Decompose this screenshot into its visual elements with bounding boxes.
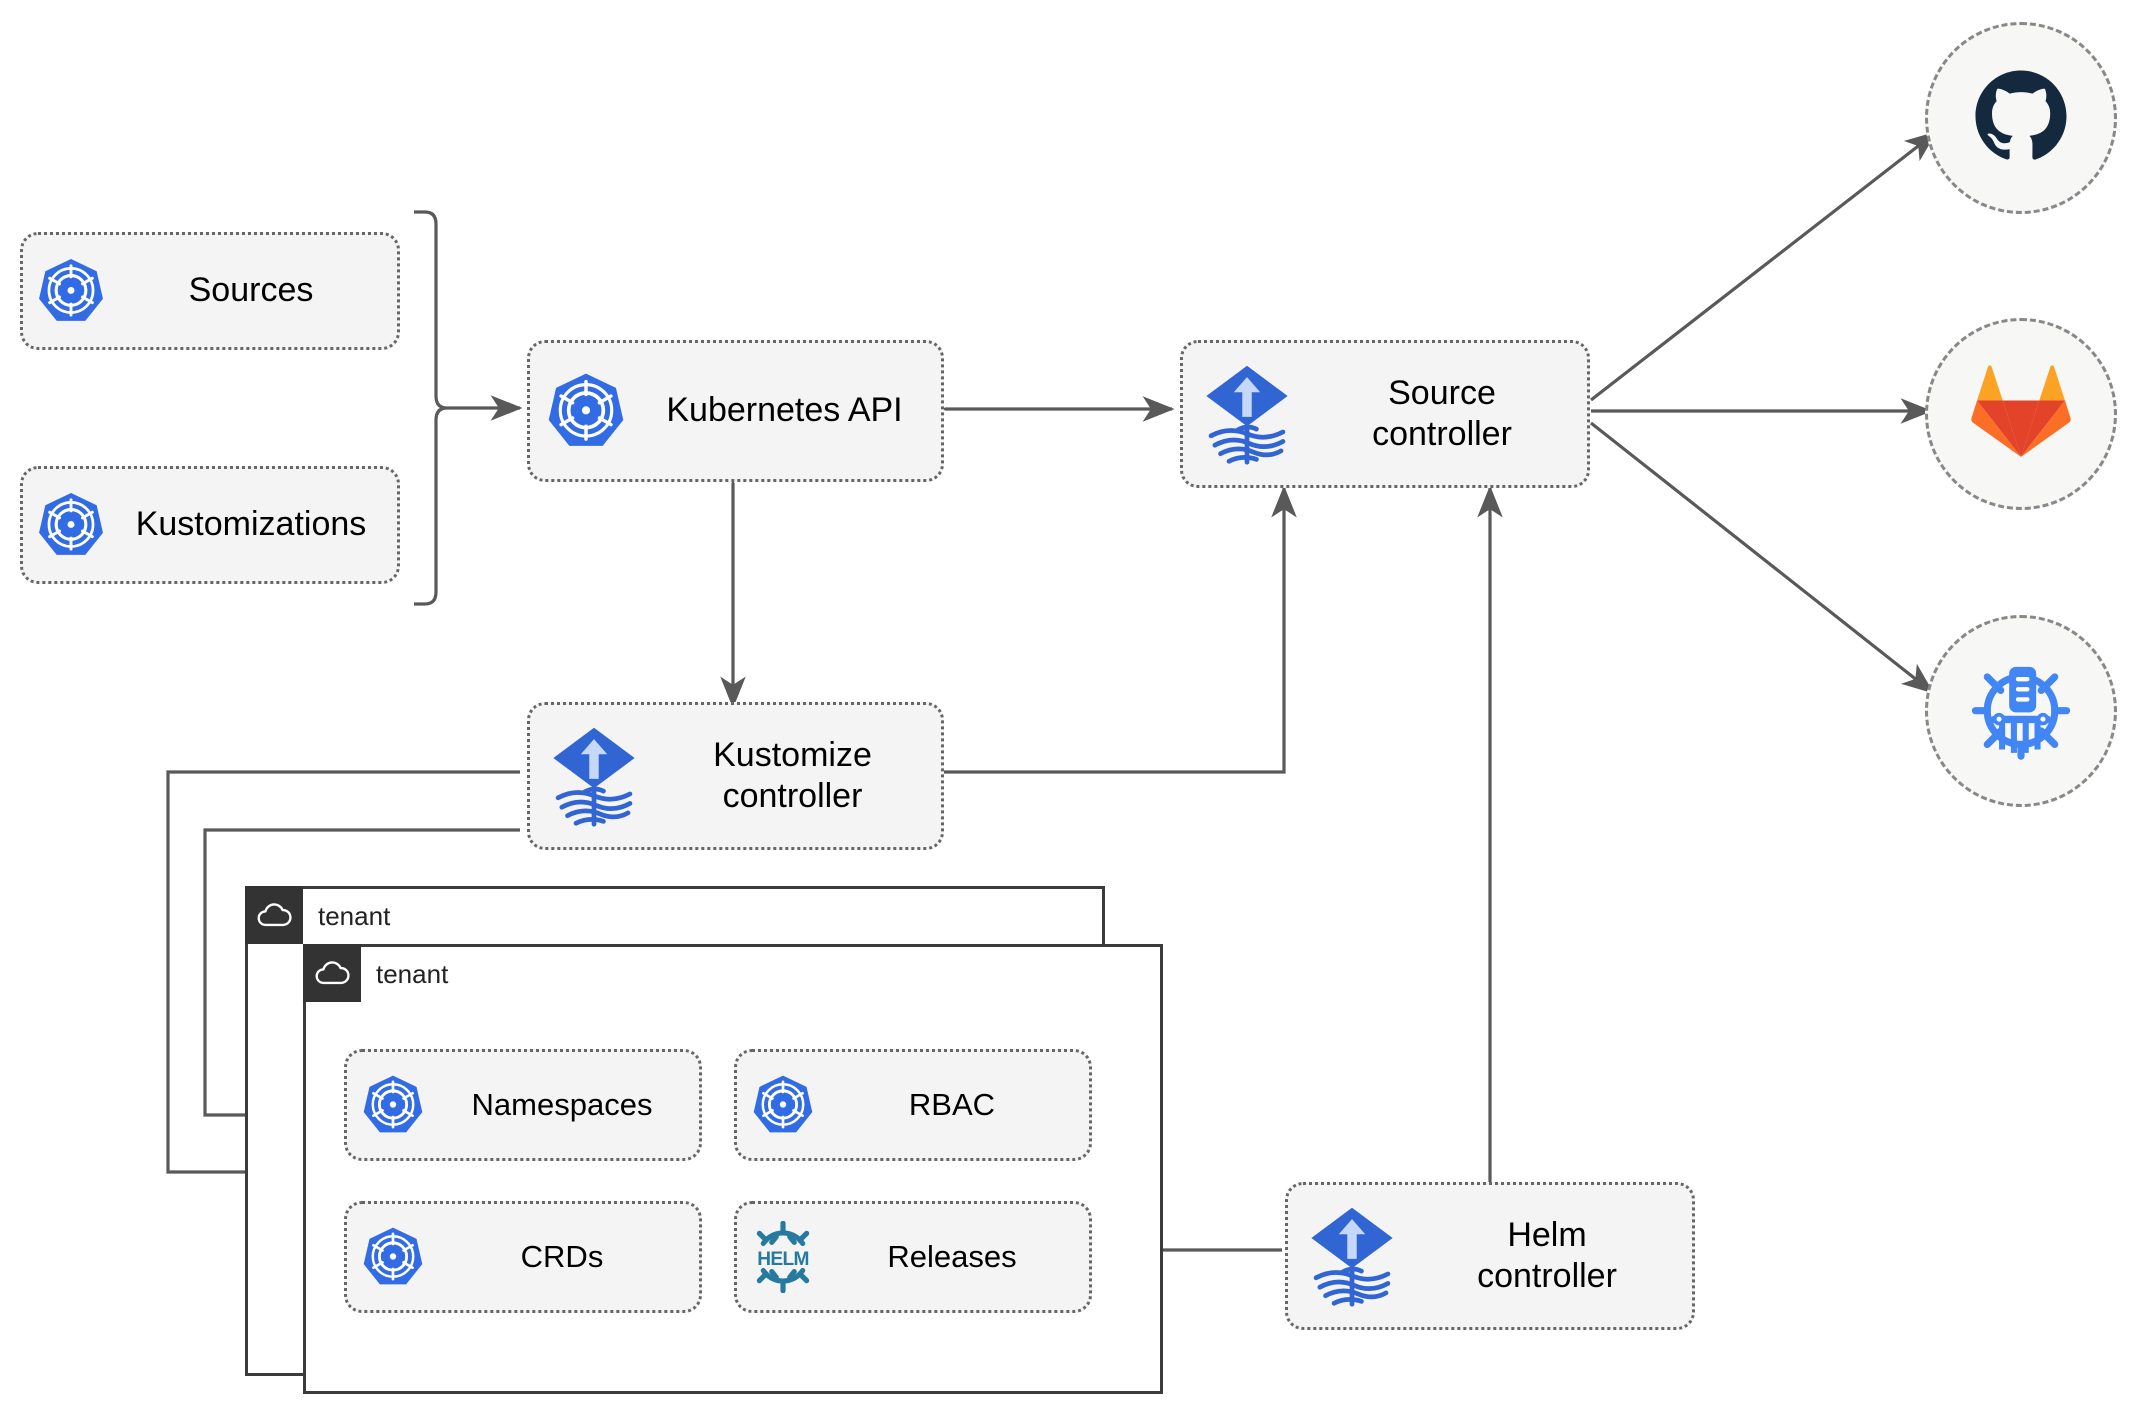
edge-kustomize-source [944, 485, 1297, 774]
node-label: Helm controller [1477, 1215, 1617, 1295]
harbor-icon [1967, 655, 2075, 768]
flux-icon [1288, 1185, 1416, 1327]
resources-bracket [414, 210, 448, 606]
svg-text:HELM: HELM [757, 1249, 808, 1270]
node-label: Kustomize controller [713, 735, 872, 815]
node-source-controller[interactable]: Source controller [1180, 340, 1590, 488]
node-kubernetes-api[interactable]: Kubernetes API [527, 340, 944, 482]
kubernetes-icon [23, 469, 119, 581]
kubernetes-icon [347, 1052, 439, 1158]
kubernetes-icon [737, 1052, 829, 1158]
provider-gitlab[interactable] [1925, 318, 2117, 510]
node-namespaces[interactable]: Namespaces [344, 1049, 702, 1161]
helm-icon: HELM [737, 1204, 829, 1310]
node-crds[interactable]: CRDs [344, 1201, 702, 1313]
node-label: Source controller [1372, 373, 1512, 453]
node-helm-controller[interactable]: Helm controller [1285, 1182, 1695, 1330]
provider-github[interactable] [1925, 22, 2117, 214]
edge-source-harbor [1590, 421, 1935, 694]
kubernetes-icon [23, 235, 119, 347]
node-label: Sources [188, 271, 314, 310]
node-label: Kustomizations [135, 505, 367, 544]
node-label: RBAC [908, 1087, 996, 1123]
node-sources[interactable]: Sources [20, 232, 400, 350]
node-kustomizations[interactable]: Kustomizations [20, 466, 400, 584]
node-kustomize-controller[interactable]: Kustomize controller [527, 702, 944, 850]
provider-harbor[interactable] [1925, 615, 2117, 807]
node-releases[interactable]: HELM Releases [734, 1201, 1092, 1313]
cloud-icon [245, 886, 303, 944]
node-label: Kubernetes API [666, 391, 903, 430]
node-label: CRDs [520, 1239, 604, 1275]
tenant-label: tenant [376, 959, 449, 989]
node-label: Releases [887, 1239, 1017, 1275]
node-rbac[interactable]: RBAC [734, 1049, 1092, 1161]
tenant-label: tenant [318, 901, 391, 931]
edge-source-github [1590, 131, 1938, 402]
tenant-card-front[interactable]: tenant [303, 944, 1163, 1394]
kubernetes-icon [347, 1204, 439, 1310]
node-label: Namespaces [471, 1087, 653, 1123]
github-icon [1969, 64, 2073, 173]
flux-icon [530, 705, 658, 847]
kubernetes-icon [530, 343, 642, 479]
cloud-icon [303, 944, 361, 1002]
gitlab-icon [1971, 364, 2071, 465]
flux-icon [1183, 343, 1311, 485]
